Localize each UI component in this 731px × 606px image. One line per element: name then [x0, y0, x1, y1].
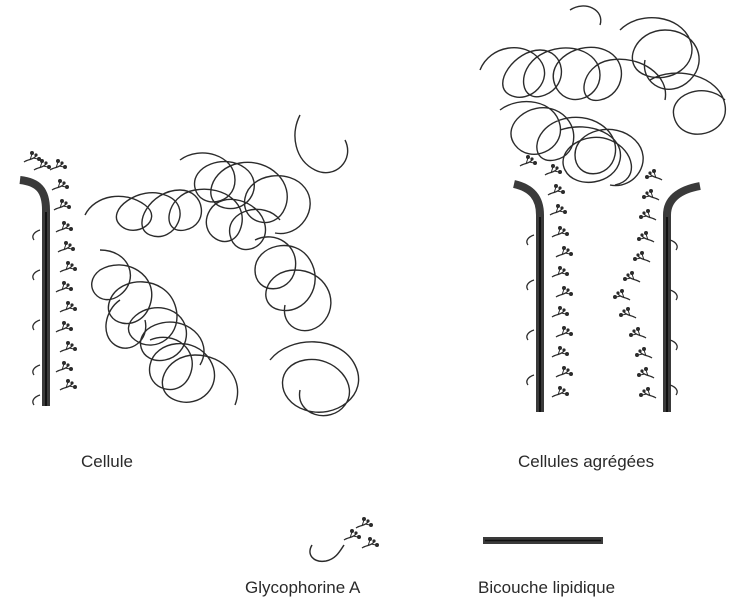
cell-membrane-right-a: [514, 184, 540, 412]
glycophorin-coat-left: [24, 151, 77, 405]
label-cell: Cellule: [81, 452, 133, 472]
polymer-cloud-left: [85, 115, 359, 416]
label-aggregated-cells: Cellules agrégées: [518, 452, 654, 472]
polymer-cloud-right: [480, 6, 725, 186]
cell-membrane-right-b: [667, 186, 700, 412]
legend-glycophorin-label: Glycophorine A: [245, 578, 360, 598]
legend-bilayer-symbol: [483, 537, 603, 544]
legend-glycophorin-symbol: [310, 517, 379, 561]
legend-bilayer-label: Bicouche lipidique: [478, 578, 615, 598]
